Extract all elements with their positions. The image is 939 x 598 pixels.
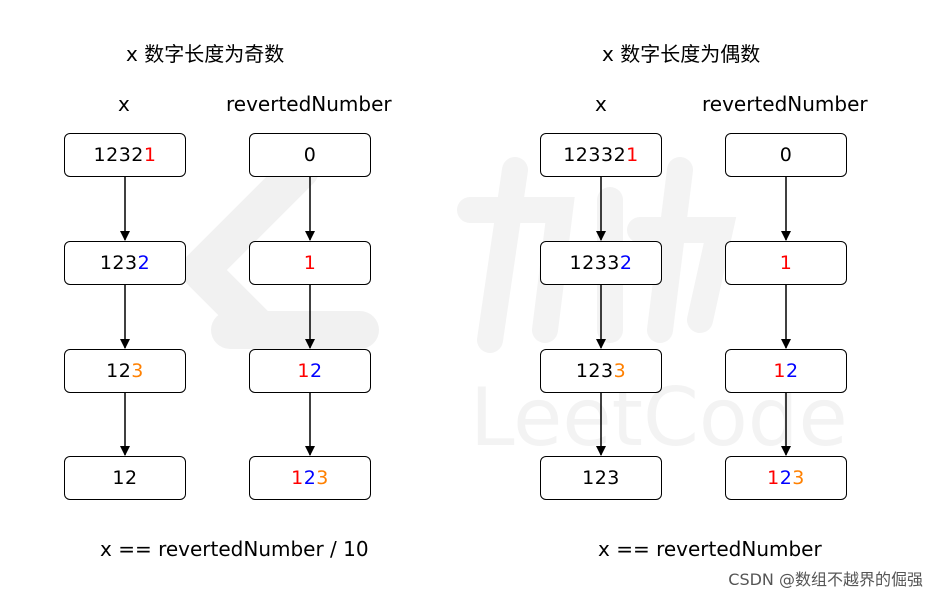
panel-2-reverted-header: revertedNumber bbox=[702, 92, 868, 116]
digit-segment: 3 bbox=[316, 467, 329, 489]
digit-segment: 1 bbox=[291, 467, 304, 489]
digit-segment: 123 bbox=[582, 467, 620, 489]
digit-segment: 1 bbox=[143, 144, 157, 166]
digit-segment: 2 bbox=[137, 252, 151, 274]
digit-segment: 2 bbox=[303, 467, 317, 489]
digit-segment: 2 bbox=[779, 467, 793, 489]
digit-segment: 1 bbox=[773, 360, 786, 382]
digit-segment: 1233 bbox=[569, 252, 620, 274]
csdn-watermark: CSDN @数组不越界的倔强 bbox=[728, 570, 923, 589]
digit-segment: 1232 bbox=[93, 144, 144, 166]
digit-segment: 1 bbox=[767, 467, 780, 489]
panel-2-rev-box-1: 0 bbox=[725, 133, 847, 177]
panel-2-title: x 数字长度为偶数 bbox=[602, 42, 761, 66]
panel-1-title: x 数字长度为奇数 bbox=[126, 42, 285, 66]
digit-segment: 1 bbox=[297, 360, 310, 382]
digit-segment: 2 bbox=[619, 252, 633, 274]
panel-1-rev-box-2: 1 bbox=[249, 241, 371, 285]
panel-2-rev-box-2: 1 bbox=[725, 241, 847, 285]
digit-segment: 12332 bbox=[563, 144, 627, 166]
panel-1-formula: x == revertedNumber / 10 bbox=[100, 537, 369, 561]
digit-segment: 123 bbox=[575, 360, 614, 382]
panel-1-rev-box-1: 0 bbox=[249, 133, 371, 177]
digit-segment: 12 bbox=[106, 360, 132, 382]
panel-2-formula: x == revertedNumber bbox=[598, 537, 822, 561]
panel-1-x-box-4: 12 bbox=[64, 456, 186, 500]
panel-1-reverted-header: revertedNumber bbox=[226, 92, 392, 116]
digit-segment: 2 bbox=[310, 360, 323, 382]
digit-segment: 0 bbox=[303, 144, 317, 166]
digit-segment: 3 bbox=[613, 360, 627, 382]
digit-segment: 1 bbox=[779, 252, 793, 274]
panel-2-x-box-4: 123 bbox=[540, 456, 662, 500]
digit-segment: 3 bbox=[792, 467, 805, 489]
digit-segment: 123 bbox=[99, 252, 138, 274]
digit-segment: 0 bbox=[779, 144, 793, 166]
digit-segment: 2 bbox=[786, 360, 799, 382]
digit-segment: 3 bbox=[131, 360, 144, 382]
digit-segment: 1 bbox=[303, 252, 317, 274]
panel-2-x-header: x bbox=[595, 92, 607, 116]
digit-segment: 12 bbox=[112, 467, 138, 489]
digit-segment: 1 bbox=[626, 144, 639, 166]
panel-1-x-header: x bbox=[118, 92, 130, 116]
